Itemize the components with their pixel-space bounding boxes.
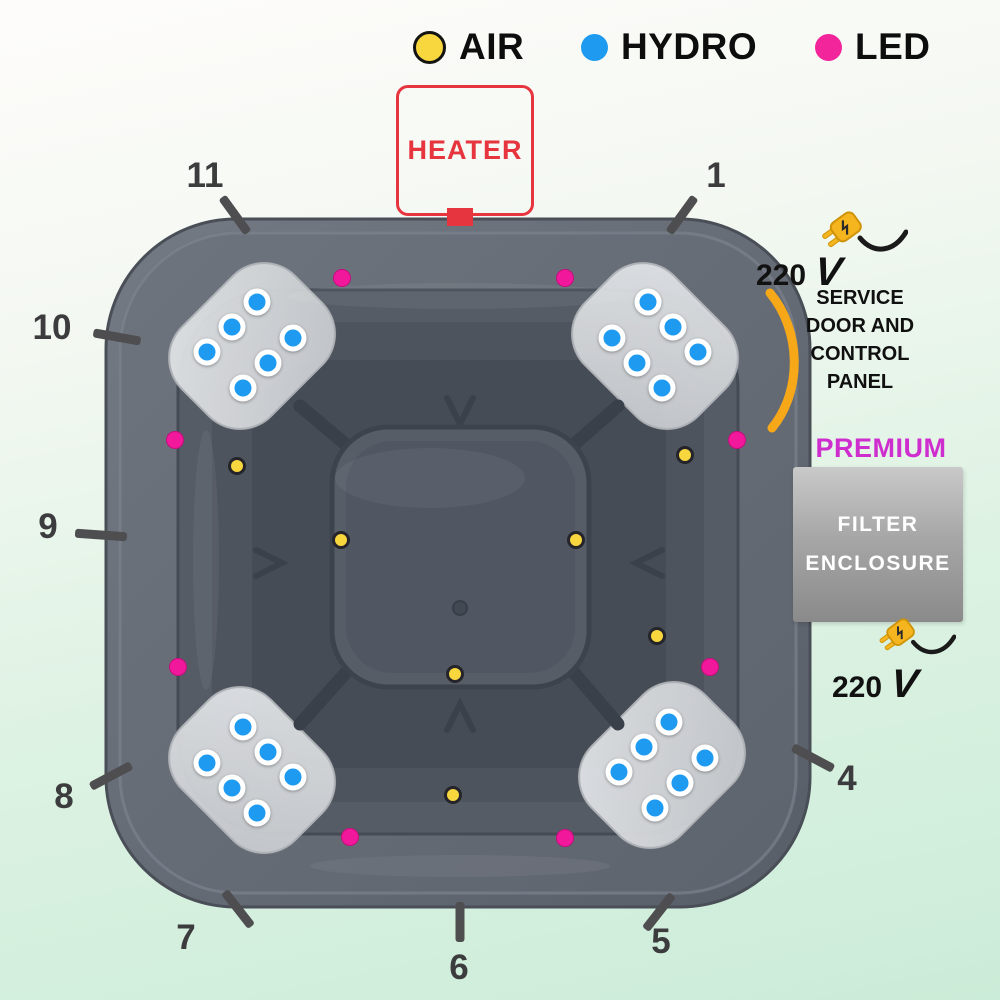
legend-label-led: LED <box>855 26 931 67</box>
heater-connector <box>447 208 473 226</box>
voltage-number: 220 <box>756 259 807 292</box>
premium-label: PREMIUM <box>815 433 947 463</box>
legend-item-led: LED <box>815 26 931 68</box>
hydro-dot-icon <box>581 33 608 61</box>
service-door-label: SERVICE DOOR AND CONTROL PANEL <box>805 287 915 393</box>
voltage-label-top: 220 V <box>756 250 844 295</box>
filter-enclosure-label: FILTER ENCLOSURE <box>805 512 951 575</box>
voltage-label-bottom: 220 V <box>832 662 921 707</box>
legend-label-hydro: HYDRO <box>621 26 758 67</box>
power-plug-icon <box>816 202 909 263</box>
heater-label: HEATER <box>407 135 523 165</box>
legend-item-air: AIR <box>413 26 524 68</box>
air-dot-icon <box>413 30 446 64</box>
voltage-number: 220 <box>832 671 883 704</box>
volt-symbol: V <box>888 662 921 706</box>
legend-item-hydro: HYDRO <box>581 26 757 68</box>
led-dot-icon <box>815 33 842 61</box>
service-door-arc <box>765 288 799 433</box>
heater-box: HEATER <box>396 85 534 216</box>
legend-label-air: AIR <box>459 26 525 67</box>
filter-enclosure-box: FILTER ENCLOSURE <box>793 467 963 622</box>
power-plug-icon <box>874 610 957 665</box>
